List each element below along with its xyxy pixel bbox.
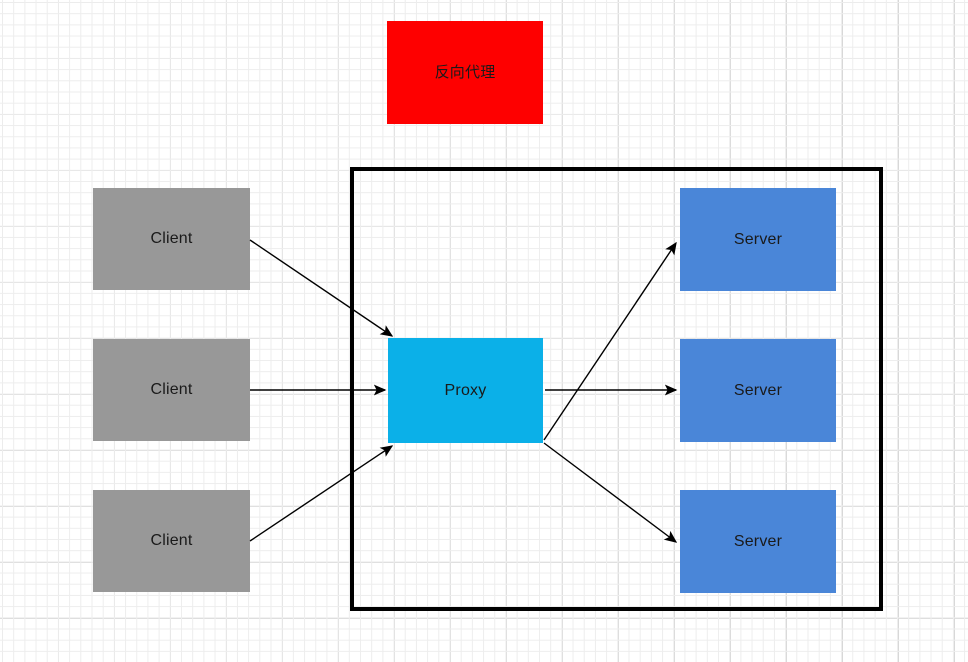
client-box-3[interactable]: Client — [93, 490, 250, 592]
client-label-3: Client — [150, 532, 193, 550]
server-box-3[interactable]: Server — [680, 490, 836, 593]
server-box-2[interactable]: Server — [680, 339, 836, 442]
proxy-box[interactable]: Proxy — [388, 338, 543, 443]
server-label-3: Server — [733, 532, 783, 550]
proxy-label: Proxy — [444, 381, 487, 399]
reverse-proxy-title-box[interactable]: 反向代理 — [387, 21, 543, 124]
edge-client3-to-proxy — [249, 445, 394, 542]
edge-proxy-to-server3 — [543, 442, 678, 543]
client-label-2: Client — [150, 381, 193, 399]
client-box-1[interactable]: Client — [93, 188, 250, 290]
reverse-proxy-title-label: 反向代理 — [434, 63, 496, 81]
client-box-2[interactable]: Client — [93, 339, 250, 441]
proxy-server-boundary — [350, 167, 883, 611]
edge-proxy-to-server1 — [543, 241, 677, 441]
server-box-1[interactable]: Server — [680, 188, 836, 291]
client-label-1: Client — [150, 230, 193, 248]
server-label-1: Server — [733, 230, 783, 248]
edge-client1-to-proxy — [249, 239, 394, 337]
server-label-2: Server — [733, 381, 783, 399]
